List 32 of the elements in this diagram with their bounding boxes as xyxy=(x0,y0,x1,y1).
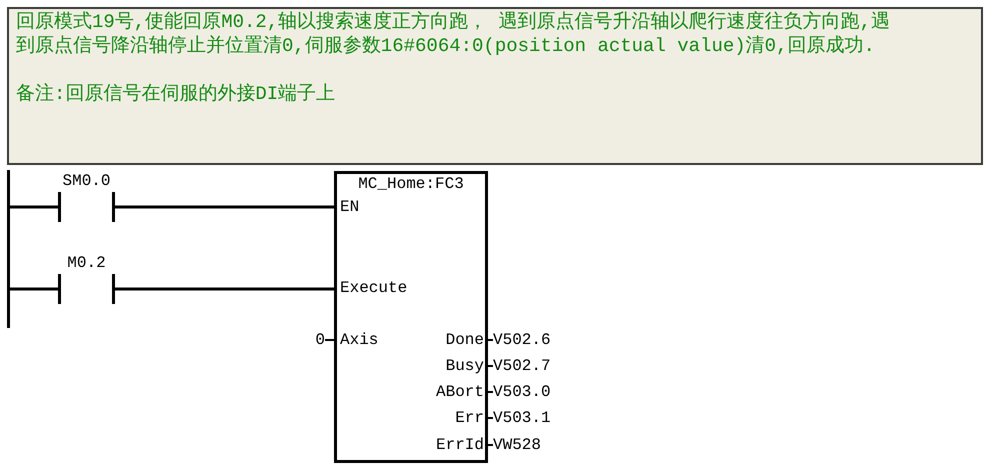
note-text: 备注:回原信号在伺服的外接DI端子上 xyxy=(16,82,336,106)
wire xyxy=(10,206,58,208)
function-block xyxy=(334,171,488,463)
wire xyxy=(115,288,334,290)
pin-label: Err xyxy=(455,409,484,427)
pin-label: ABort xyxy=(436,383,484,401)
pin-label: Axis xyxy=(340,331,378,349)
pin-label: EN xyxy=(340,198,360,216)
output-address: V503.1 xyxy=(493,409,551,427)
block-title: MC_Home:FC3 xyxy=(357,175,465,193)
contact-address: M0.2 xyxy=(66,254,107,272)
wire xyxy=(488,417,493,419)
pin-label: Busy xyxy=(446,357,484,375)
pin-label: Done xyxy=(446,331,484,349)
input-value: 0 xyxy=(315,331,325,349)
output-address: V502.6 xyxy=(493,331,551,349)
comment-box xyxy=(7,7,983,165)
output-address: VW528 xyxy=(493,436,542,454)
wire xyxy=(488,365,493,367)
wire xyxy=(115,206,334,208)
wire xyxy=(488,391,493,393)
wire xyxy=(488,339,493,341)
comment-text: 回原模式19号,使能回原M0.2,轴以搜索速度正方向跑， 遇到原点信号升沿轴以爬行速度往负方向跑,遇到原点信号降沿轴停止并位置清0,伺服参数16#6064:0(position actual value)清0,回原成功. xyxy=(16,10,892,58)
output-address: V503.0 xyxy=(493,383,551,401)
output-address: V502.7 xyxy=(493,357,551,375)
pin-label: Execute xyxy=(340,279,408,297)
wire xyxy=(325,339,334,341)
wire xyxy=(10,288,58,290)
pin-label: ErrId xyxy=(436,436,484,454)
wire xyxy=(488,444,493,446)
power-rail xyxy=(7,170,10,328)
contact-address: SM0.0 xyxy=(61,172,112,190)
